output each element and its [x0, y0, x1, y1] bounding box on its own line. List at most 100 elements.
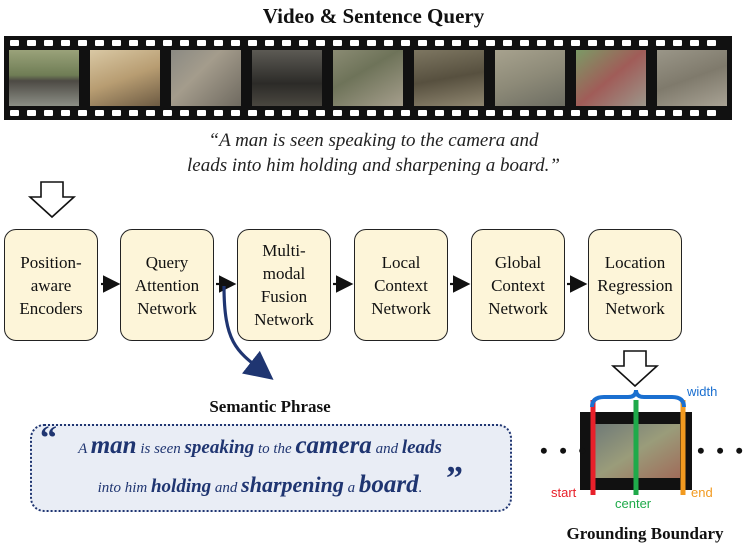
film-sprocket-hole: [214, 40, 223, 46]
phrase-keyword: camera: [295, 432, 372, 459]
stage-label: Local: [381, 252, 421, 272]
end-label: end: [691, 485, 713, 500]
film-sprocket-hole: [197, 40, 206, 46]
film-sprocket-hole: [554, 110, 563, 116]
phrase-word: into him: [97, 480, 151, 496]
film-sprocket-hole: [418, 110, 427, 116]
film-sprocket-hole: [61, 40, 70, 46]
film-sprocket-hole: [248, 110, 257, 116]
film-sprocket-hole: [707, 40, 716, 46]
phrase-keyword: sharpening: [241, 472, 344, 497]
film-sprocket-hole: [503, 40, 512, 46]
film-sprocket-hole: [605, 110, 614, 116]
film-sprocket-hole: [367, 110, 376, 116]
film-sprocket-hole: [554, 40, 563, 46]
film-sprocket-hole: [163, 110, 172, 116]
width-brace: [590, 389, 686, 408]
stage-label: Network: [605, 298, 665, 318]
stage-label: Location: [604, 252, 666, 272]
film-sprocket-hole: [10, 110, 19, 116]
video-frame-thumbnail: [495, 50, 565, 106]
film-sprocket-hole: [707, 110, 716, 116]
stage-position-aware-encoders: Position- aware Encoders: [4, 229, 98, 341]
phrase-keyword: board: [358, 471, 419, 498]
stage-location-regression-network: Location Regression Network: [588, 229, 682, 341]
hollow-down-arrow-icon: [27, 181, 77, 219]
film-sprocket-hole: [605, 40, 614, 46]
film-sprocket-hole: [231, 110, 240, 116]
open-quote: “: [40, 420, 57, 457]
film-sprocket-hole: [673, 40, 682, 46]
film-sprocket-hole: [282, 40, 291, 46]
phrase-word: to the: [254, 441, 296, 457]
film-sprocket-hole: [469, 110, 478, 116]
film-sprocket-hole: [622, 110, 631, 116]
film-sprocket-hole: [146, 40, 155, 46]
grounding-boundary-title: Grounding Boundary: [566, 524, 724, 543]
film-sprocket-hole: [350, 110, 359, 116]
video-frame-thumbnail: [333, 50, 403, 106]
stage-label: Encoders: [19, 298, 83, 318]
film-sprocket-hole: [384, 40, 393, 46]
sentence-query: “A man is seen speaking to the camera an…: [0, 128, 747, 178]
video-frame-thumbnail: [171, 50, 241, 106]
film-sprocket-hole: [520, 110, 529, 116]
ellipsis-left-icon: • • •: [540, 438, 590, 463]
film-sprocket-hole: [486, 110, 495, 116]
query-line-1: “A man is seen speaking to the camera an…: [208, 130, 539, 151]
video-frame-thumbnail: [252, 50, 322, 106]
semantic-phrase-title: Semantic Phrase: [209, 397, 331, 416]
film-sprocket-hole: [435, 110, 444, 116]
video-filmstrip: [4, 36, 732, 120]
stage-label: modal: [262, 264, 306, 283]
film-sprocket-hole: [401, 110, 410, 116]
film-sprocket-hole: [265, 110, 274, 116]
film-sprocket-hole: [10, 40, 19, 46]
film-sprocket-hole: [197, 110, 206, 116]
phrase-keyword: holding: [150, 476, 212, 497]
film-sprocket-hole: [95, 40, 104, 46]
film-sprocket-hole: [537, 110, 546, 116]
film-sprocket-hole: [95, 110, 104, 116]
film-sprocket-hole: [180, 110, 189, 116]
film-sprocket-hole: [418, 40, 427, 46]
semantic-phrase-box: [30, 424, 512, 512]
stage-label: Query: [145, 252, 189, 272]
film-sprocket-hole: [299, 40, 308, 46]
film-sprocket-hole: [299, 110, 308, 116]
stage-label: Context: [374, 275, 428, 295]
film-sprocket-hole: [129, 110, 138, 116]
video-frame-thumbnail: [9, 50, 79, 106]
film-sprocket-hole: [333, 40, 342, 46]
film-sprocket-hole: [78, 110, 87, 116]
film-sprocket-hole: [452, 40, 461, 46]
diagram-title: Video & Sentence Query: [262, 4, 485, 28]
semantic-curve-arrow: [222, 285, 274, 380]
stage-label: Network: [371, 298, 431, 318]
film-sprocket-hole: [333, 110, 342, 116]
film-sprocket-hole: [639, 110, 648, 116]
stage-label: Multi-: [262, 241, 306, 260]
film-sprocket-hole: [44, 110, 53, 116]
film-sprocket-hole: [503, 110, 512, 116]
phrase-word: .: [418, 480, 423, 496]
phrase-word: and: [211, 480, 242, 496]
film-sprocket-hole: [231, 40, 240, 46]
film-sprocket-hole: [656, 110, 665, 116]
video-frame-thumbnail: [90, 50, 160, 106]
film-sprocket-hole: [690, 40, 699, 46]
phrase-word: is seen: [136, 441, 185, 457]
film-sprocket-hole: [639, 40, 648, 46]
stage-label: aware: [30, 275, 72, 295]
film-sprocket-hole: [622, 40, 631, 46]
film-sprocket-hole: [588, 110, 597, 116]
film-sprocket-hole: [146, 110, 155, 116]
start-label: start: [551, 485, 577, 500]
query-line-2: leads into him holding and sharpening a …: [187, 155, 560, 176]
film-sprocket-hole: [469, 40, 478, 46]
film-sprocket-hole: [690, 110, 699, 116]
film-sprocket-hole: [129, 40, 138, 46]
film-sprocket-hole: [44, 40, 53, 46]
stage-multimodal-fusion-network: Multi- modal Fusion Network: [237, 229, 331, 341]
